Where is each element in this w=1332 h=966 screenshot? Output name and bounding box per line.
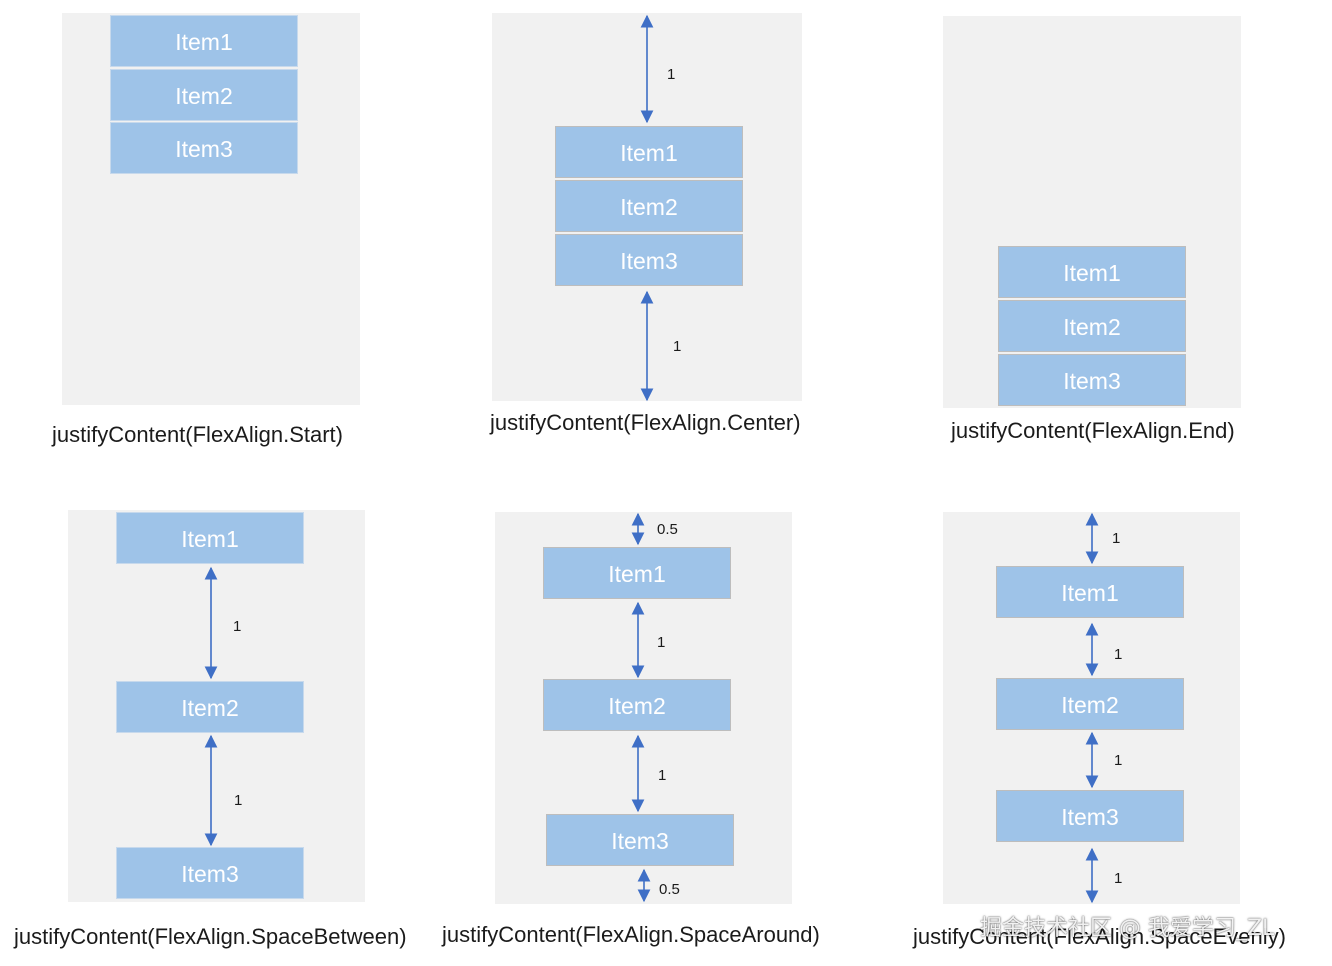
caption-space-evenly: justifyContent(FlexAlign.SpaceEvenly) (913, 924, 1286, 949)
gap-label-space-around-2: 1 (658, 767, 667, 784)
item-2-space-around: Item2 (543, 679, 731, 731)
gap-label-space-evenly-1: 1 (1112, 530, 1121, 547)
item-3-start: Item3 (110, 122, 298, 174)
item-3-space-evenly: Item3 (996, 790, 1184, 842)
item-1-end: Item1 (998, 246, 1186, 298)
caption-end: justifyContent(FlexAlign.End) (951, 418, 1235, 443)
caption-center: justifyContent(FlexAlign.Center) (490, 410, 801, 435)
gap-label-space-evenly-4: 1 (1114, 870, 1123, 887)
item-1-space-around: Item1 (543, 547, 731, 599)
gap-label-space-evenly-2: 1 (1114, 646, 1123, 663)
caption-space-around: justifyContent(FlexAlign.SpaceAround) (442, 922, 820, 947)
item-1-space-between: Item1 (116, 512, 304, 564)
gap-label-space-around-bottom: 0.5 (659, 881, 680, 898)
item-2-center: Item2 (555, 180, 743, 232)
gap-label-space-between-1: 1 (233, 618, 242, 635)
item-3-space-between: Item3 (116, 847, 304, 899)
item-1-start: Item1 (110, 15, 298, 67)
gap-label-space-between-2: 1 (234, 792, 243, 809)
item-1-center: Item1 (555, 126, 743, 178)
item-2-start: Item2 (110, 69, 298, 121)
item-3-space-around: Item3 (546, 814, 734, 866)
gap-label-center-bottom: 1 (673, 338, 682, 355)
gap-label-space-around-top: 0.5 (657, 521, 678, 538)
item-3-end: Item3 (998, 354, 1186, 406)
caption-space-between: justifyContent(FlexAlign.SpaceBetween) (14, 924, 407, 949)
item-1-space-evenly: Item1 (996, 566, 1184, 618)
item-2-space-between: Item2 (116, 681, 304, 733)
caption-start: justifyContent(FlexAlign.Start) (52, 422, 343, 447)
item-2-end: Item2 (998, 300, 1186, 352)
watermark: 掘金技术社区 @ 我爱学习_ZL (980, 916, 1275, 941)
gap-label-center-top: 1 (667, 66, 676, 83)
gap-label-space-around-1: 1 (657, 634, 666, 651)
gap-label-space-evenly-3: 1 (1114, 752, 1123, 769)
item-2-space-evenly: Item2 (996, 678, 1184, 730)
item-3-center: Item3 (555, 234, 743, 286)
